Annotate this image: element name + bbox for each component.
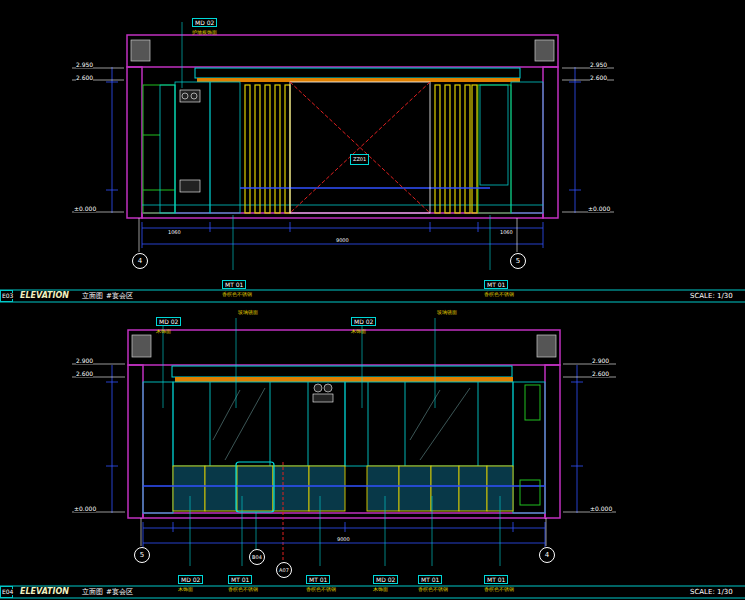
material-tag: MD 02 护墙板饰面 — [192, 10, 217, 35]
axis-circle: 4 — [132, 253, 148, 269]
drawing-label: 2.600 — [592, 371, 609, 377]
material-tag: MD 02 木饰面 — [156, 309, 181, 334]
drawing-label: 2.600 — [76, 75, 93, 81]
drawing-label: #宴会区 — [106, 293, 133, 300]
drawing-label: 玻璃镜面 — [437, 310, 457, 315]
axis-circle: 4 — [539, 547, 555, 563]
material-note: 香槟色不锈钢 — [306, 586, 336, 592]
drawing-label: 2.900 — [76, 358, 93, 364]
axis-number: 4 — [138, 258, 142, 265]
material-code: MD 02 — [192, 18, 217, 27]
material-code: MD 02 — [373, 575, 398, 584]
drawing-label: ±0.000 — [588, 206, 610, 212]
axis-circle: 5 — [510, 253, 526, 269]
material-note: 护墙板饰面 — [192, 29, 217, 35]
material-note: 木饰面 — [156, 328, 181, 334]
material-tag: ZZ01 — [350, 146, 369, 165]
material-note: 香槟色不锈钢 — [228, 586, 258, 592]
drawing-label: 2.950 — [76, 62, 93, 68]
axis-number: 4 — [545, 552, 549, 559]
drawing-label: ELEVATION — [20, 588, 69, 596]
axis-number: 5 — [516, 258, 520, 265]
material-tag: MT 01 香槟色不锈钢 — [484, 272, 514, 297]
drawing-label: 9000 — [336, 238, 349, 243]
material-tag: MT 01 香槟色不锈钢 — [228, 567, 258, 592]
drawing-label: 玻璃镜面 — [238, 310, 258, 315]
material-tag: MT 01 香槟色不锈钢 — [222, 272, 252, 297]
material-note: 木饰面 — [178, 586, 203, 592]
axis-circle: 5 — [134, 547, 150, 563]
material-note: 香槟色不锈钢 — [484, 586, 514, 592]
axis-number: 5 — [140, 552, 144, 559]
material-note: 木饰面 — [351, 328, 376, 334]
drawing-label: 1060 — [500, 230, 513, 235]
drawing-label: #宴会区 — [106, 589, 133, 596]
material-code: MD 02 — [351, 317, 376, 326]
material-tag: MD 02 木饰面 — [351, 309, 376, 334]
material-code: MT 01 — [418, 575, 442, 584]
drawing-label: ±0.000 — [74, 506, 96, 512]
material-code: MD 02 — [156, 317, 181, 326]
drawing-label: E04 — [2, 589, 13, 595]
axis-number: B04 — [252, 555, 262, 560]
drawing-label: 立面图 — [82, 589, 103, 596]
material-code: MT 01 — [306, 575, 330, 584]
material-tag: MD 02 木饰面 — [178, 567, 203, 592]
material-tag: MT 01 香槟色不锈钢 — [484, 567, 514, 592]
material-tag: MD 02 木饰面 — [373, 567, 398, 592]
material-tag: MT 01 香槟色不锈钢 — [418, 567, 448, 592]
axis-number: A07 — [279, 568, 289, 573]
drawing-label: 9000 — [337, 537, 350, 542]
material-code: MT 01 — [484, 280, 508, 289]
material-code: ZZ01 — [350, 154, 369, 165]
drawing-label: 2.900 — [592, 358, 609, 364]
axis-circle: B04 — [249, 549, 265, 565]
drawing-label: 立面图 — [82, 293, 103, 300]
drawing-label: SCALE: 1/30 — [690, 589, 733, 596]
drawing-label: 2.950 — [590, 62, 607, 68]
material-code: MD 02 — [178, 575, 203, 584]
material-code: MT 01 — [222, 280, 246, 289]
material-note: 香槟色不锈钢 — [484, 291, 514, 297]
axis-circle: A07 — [276, 562, 292, 578]
drawing-label: 2.600 — [76, 371, 93, 377]
material-code: MT 01 — [228, 575, 252, 584]
material-code: MT 01 — [484, 575, 508, 584]
drawing-label: ±0.000 — [74, 206, 96, 212]
material-note: 香槟色不锈钢 — [222, 291, 252, 297]
material-note: 香槟色不锈钢 — [418, 586, 448, 592]
drawing-label: ±0.000 — [590, 506, 612, 512]
drawing-label: ELEVATION — [20, 292, 69, 300]
drawing-label: 1060 — [168, 230, 181, 235]
drawing-label: 2.600 — [590, 75, 607, 81]
drawing-label: E03 — [2, 293, 13, 299]
material-tag: MT 01 香槟色不锈钢 — [306, 567, 336, 592]
material-note: 木饰面 — [373, 586, 398, 592]
drawing-label: SCALE: 1/30 — [690, 293, 733, 300]
